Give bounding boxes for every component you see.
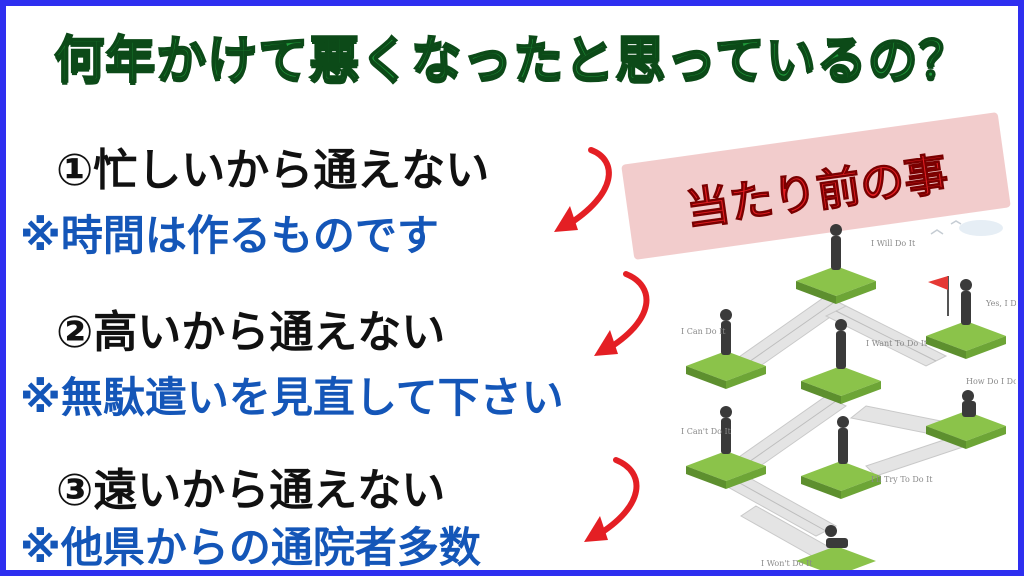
curved-arrow-icon — [554, 147, 612, 232]
reason-1: ①忙しいから通えない — [56, 145, 490, 196]
page-title: 何年かけて悪くなったと思っているの？ — [53, 30, 970, 90]
sign-i-can-do-it: I Can Do It — [681, 327, 726, 336]
reason-3: ③遠いから通えない — [56, 465, 446, 516]
reason-2: ②高いから通えない — [56, 307, 446, 358]
sign-i-will-do-it: I Will Do It — [871, 239, 916, 248]
sign-i-cant-do-it: I Can't Do It — [681, 427, 732, 436]
curved-arrow-icon — [594, 271, 650, 356]
isometric-stairs-illustration: I Will Do It Yes, I Did It I Can Do It I… — [681, 220, 1016, 570]
sign-yes-i-did-it: Yes, I Did It — [985, 299, 1016, 308]
curved-arrow-icon — [584, 457, 640, 542]
sign-ill-try-to-do-it: I'll Try To Do It — [871, 475, 933, 484]
platform-group — [686, 266, 1006, 570]
sign-i-want-to-do-it: I Want To Do It — [866, 339, 928, 348]
solution-1: ※時間は作るものです — [20, 211, 439, 260]
sign-how-do-i-do-it: How Do I Do It — [966, 377, 1016, 386]
solution-3: ※他県からの通院者多数 — [20, 523, 481, 572]
sign-i-wont-do-it: I Won't Do It — [761, 559, 813, 568]
sign-labels: I Will Do It Yes, I Did It I Can Do It I… — [681, 239, 1016, 568]
solution-2: ※無駄遣いを見直して下さい — [20, 373, 564, 422]
